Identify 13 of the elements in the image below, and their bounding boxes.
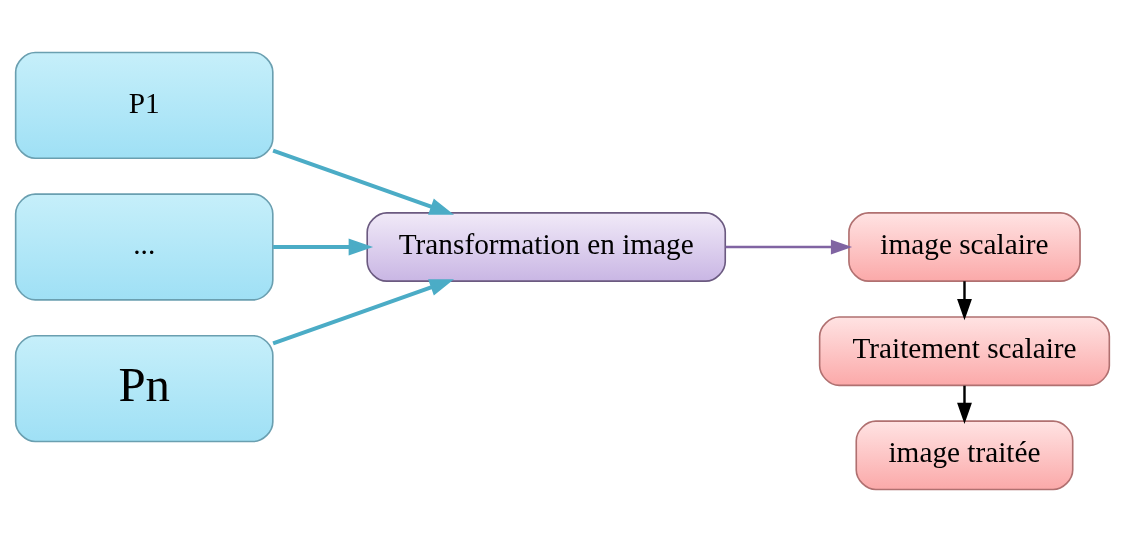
node-box: Transformation en image (366, 212, 727, 282)
arrow (272, 148, 455, 215)
node-box: image scalaire (848, 212, 1081, 282)
node-box: image traitée (855, 420, 1074, 491)
arrow (725, 239, 853, 255)
arrow (273, 238, 374, 256)
node-box: Traitement scalaire (818, 316, 1111, 387)
arrow (957, 385, 972, 424)
arrow (272, 279, 455, 346)
node-box: Pn (14, 334, 274, 443)
node-box: ... (14, 193, 274, 301)
node-box: P1 (14, 51, 274, 160)
arrow (957, 281, 972, 321)
